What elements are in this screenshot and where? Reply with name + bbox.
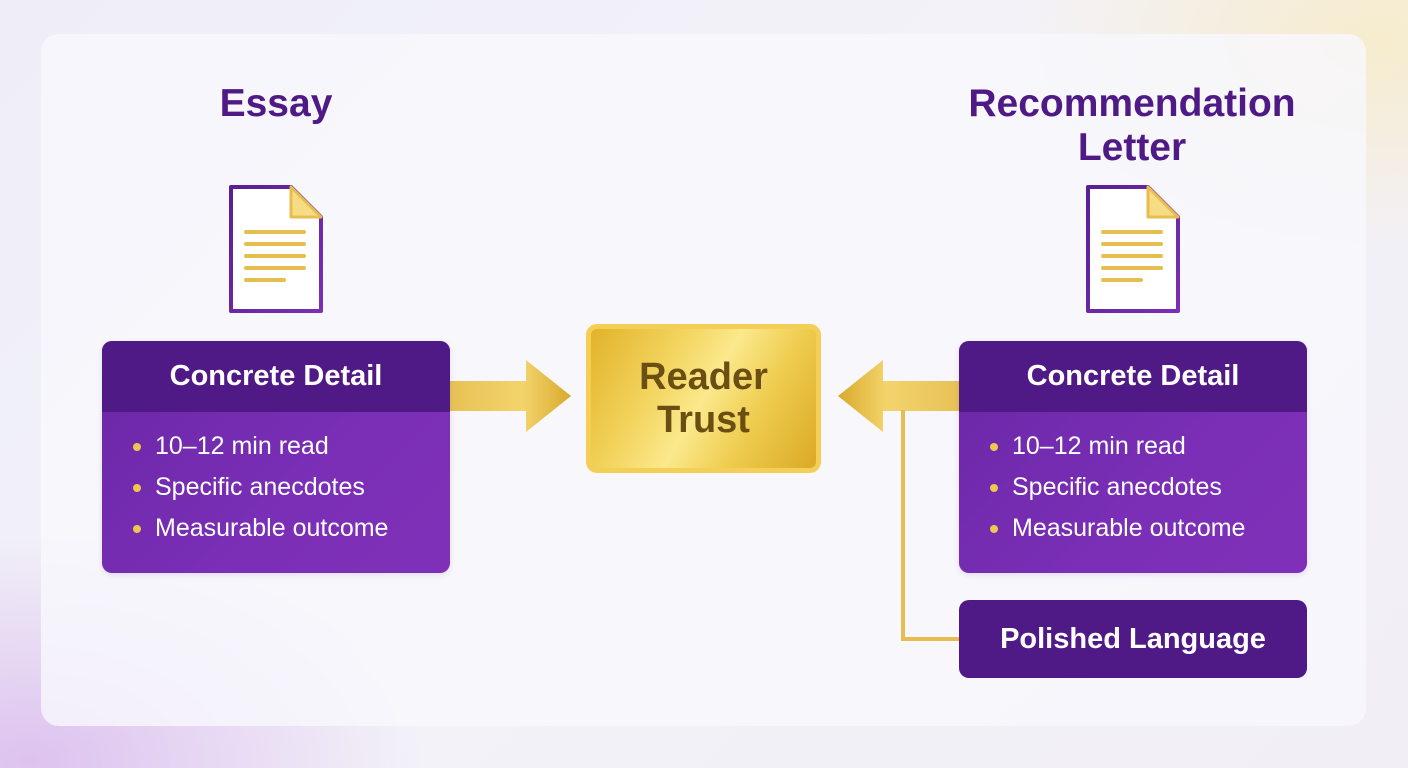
recommendation-title-line1: Recommendation	[968, 82, 1296, 125]
connector-polished-language	[901, 410, 959, 641]
document-icon	[1086, 185, 1180, 313]
list-item: 10–12 min read	[133, 426, 450, 467]
list-item-text: Specific anecdotes	[155, 473, 365, 501]
reader-trust-box: Reader Trust	[586, 324, 821, 473]
essay-title: Essay	[219, 82, 333, 125]
document-icon	[229, 185, 323, 313]
bullet-dot	[990, 484, 998, 492]
list-item-text: Measurable outcome	[1012, 514, 1246, 542]
arrow-left-to-trust	[450, 360, 571, 432]
bullet-dot	[990, 443, 998, 451]
trust-line1: Reader	[639, 355, 768, 398]
card-title: Concrete Detail	[959, 341, 1307, 412]
bullet-dot	[133, 443, 141, 451]
list-item-text: Specific anecdotes	[1012, 473, 1222, 501]
detail-list: 10–12 min read Specific anecdotes Measur…	[959, 412, 1307, 549]
list-item: Specific anecdotes	[133, 467, 450, 508]
recommendation-title-line2: Letter	[1077, 126, 1187, 169]
bullet-dot	[133, 525, 141, 533]
list-item-text: Measurable outcome	[155, 514, 389, 542]
polished-language-box: Polished Language	[959, 600, 1307, 678]
arrow-right-to-trust	[838, 360, 959, 432]
detail-list: 10–12 min read Specific anecdotes Measur…	[102, 412, 450, 549]
list-item: Measurable outcome	[133, 508, 450, 549]
list-item-text: 10–12 min read	[155, 432, 329, 460]
list-item: Specific anecdotes	[990, 467, 1307, 508]
list-item-text: 10–12 min read	[1012, 432, 1186, 460]
essay-concrete-detail-card: Concrete Detail 10–12 min read Specific …	[102, 341, 450, 573]
card-title: Concrete Detail	[102, 341, 450, 412]
bullet-dot	[133, 484, 141, 492]
letter-concrete-detail-card: Concrete Detail 10–12 min read Specific …	[959, 341, 1307, 573]
bullet-dot	[990, 525, 998, 533]
recommendation-letter-title: Recommendation Letter	[932, 82, 1332, 170]
list-item: 10–12 min read	[990, 426, 1307, 467]
trust-line2: Trust	[657, 398, 750, 441]
list-item: Measurable outcome	[990, 508, 1307, 549]
